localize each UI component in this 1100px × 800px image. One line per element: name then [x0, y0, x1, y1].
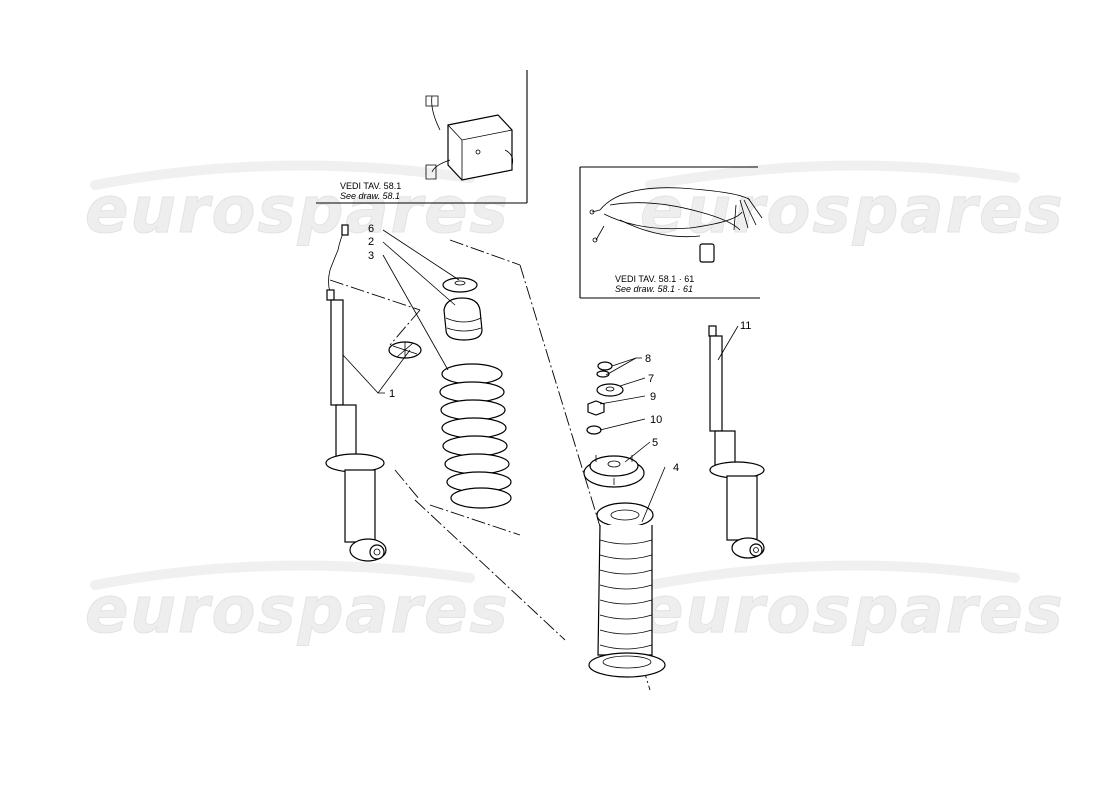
leader-lines — [342, 229, 739, 523]
ecu-note-line1: VEDI TAV. 58.1 — [340, 181, 401, 191]
harness-note-line2: See draw. 58.1 · 61 — [615, 284, 693, 294]
upper-mount-5 — [583, 455, 645, 488]
coil-spring-icon — [439, 363, 512, 509]
harness-reference-box: VEDI TAV. 58.1 · 61 See draw. 58.1 · 61 — [579, 166, 763, 299]
top-mount-icon — [442, 277, 483, 341]
part-number-10: 10 — [650, 414, 662, 426]
part-number-2: 2 — [368, 236, 374, 248]
wiring-harness-icon — [589, 187, 763, 263]
ecu-reference-box: VEDI TAV. 58.1 See draw. 58.1 — [316, 70, 528, 204]
harness-note-line1: VEDI TAV. 58.1 · 61 — [615, 274, 694, 284]
part-number-4: 4 — [673, 462, 679, 474]
part-number-7: 7 — [648, 373, 654, 385]
shock-absorber-right — [708, 325, 765, 559]
watermark-text-4: eurospares — [640, 574, 1065, 648]
part-number-3: 3 — [368, 250, 374, 262]
shock-absorber-left — [325, 224, 387, 562]
dust-boot-icon — [588, 502, 666, 678]
watermark-layer: eurospares eurospares eurospares eurospa… — [85, 160, 1065, 649]
watermark-text-1: eurospares — [85, 174, 510, 248]
part-number-8: 8 — [645, 353, 651, 365]
part-number-9: 9 — [650, 391, 656, 403]
part-number-1: 1 — [389, 388, 395, 400]
hardware-parts — [586, 361, 624, 435]
part-number-5: 5 — [652, 437, 658, 449]
ecu-note-line2: See draw. 58.1 — [340, 191, 400, 201]
part-number-6: 6 — [368, 223, 374, 235]
part-number-11: 11 — [740, 320, 751, 332]
watermark-text-3: eurospares — [85, 574, 510, 648]
control-unit-icon — [425, 95, 514, 181]
watermark-text-2: eurospares — [640, 174, 1065, 248]
bump-stop-icon — [388, 341, 422, 359]
part-number-labels: 1 2 3 4 5 6 7 8 9 10 11 — [368, 223, 751, 474]
